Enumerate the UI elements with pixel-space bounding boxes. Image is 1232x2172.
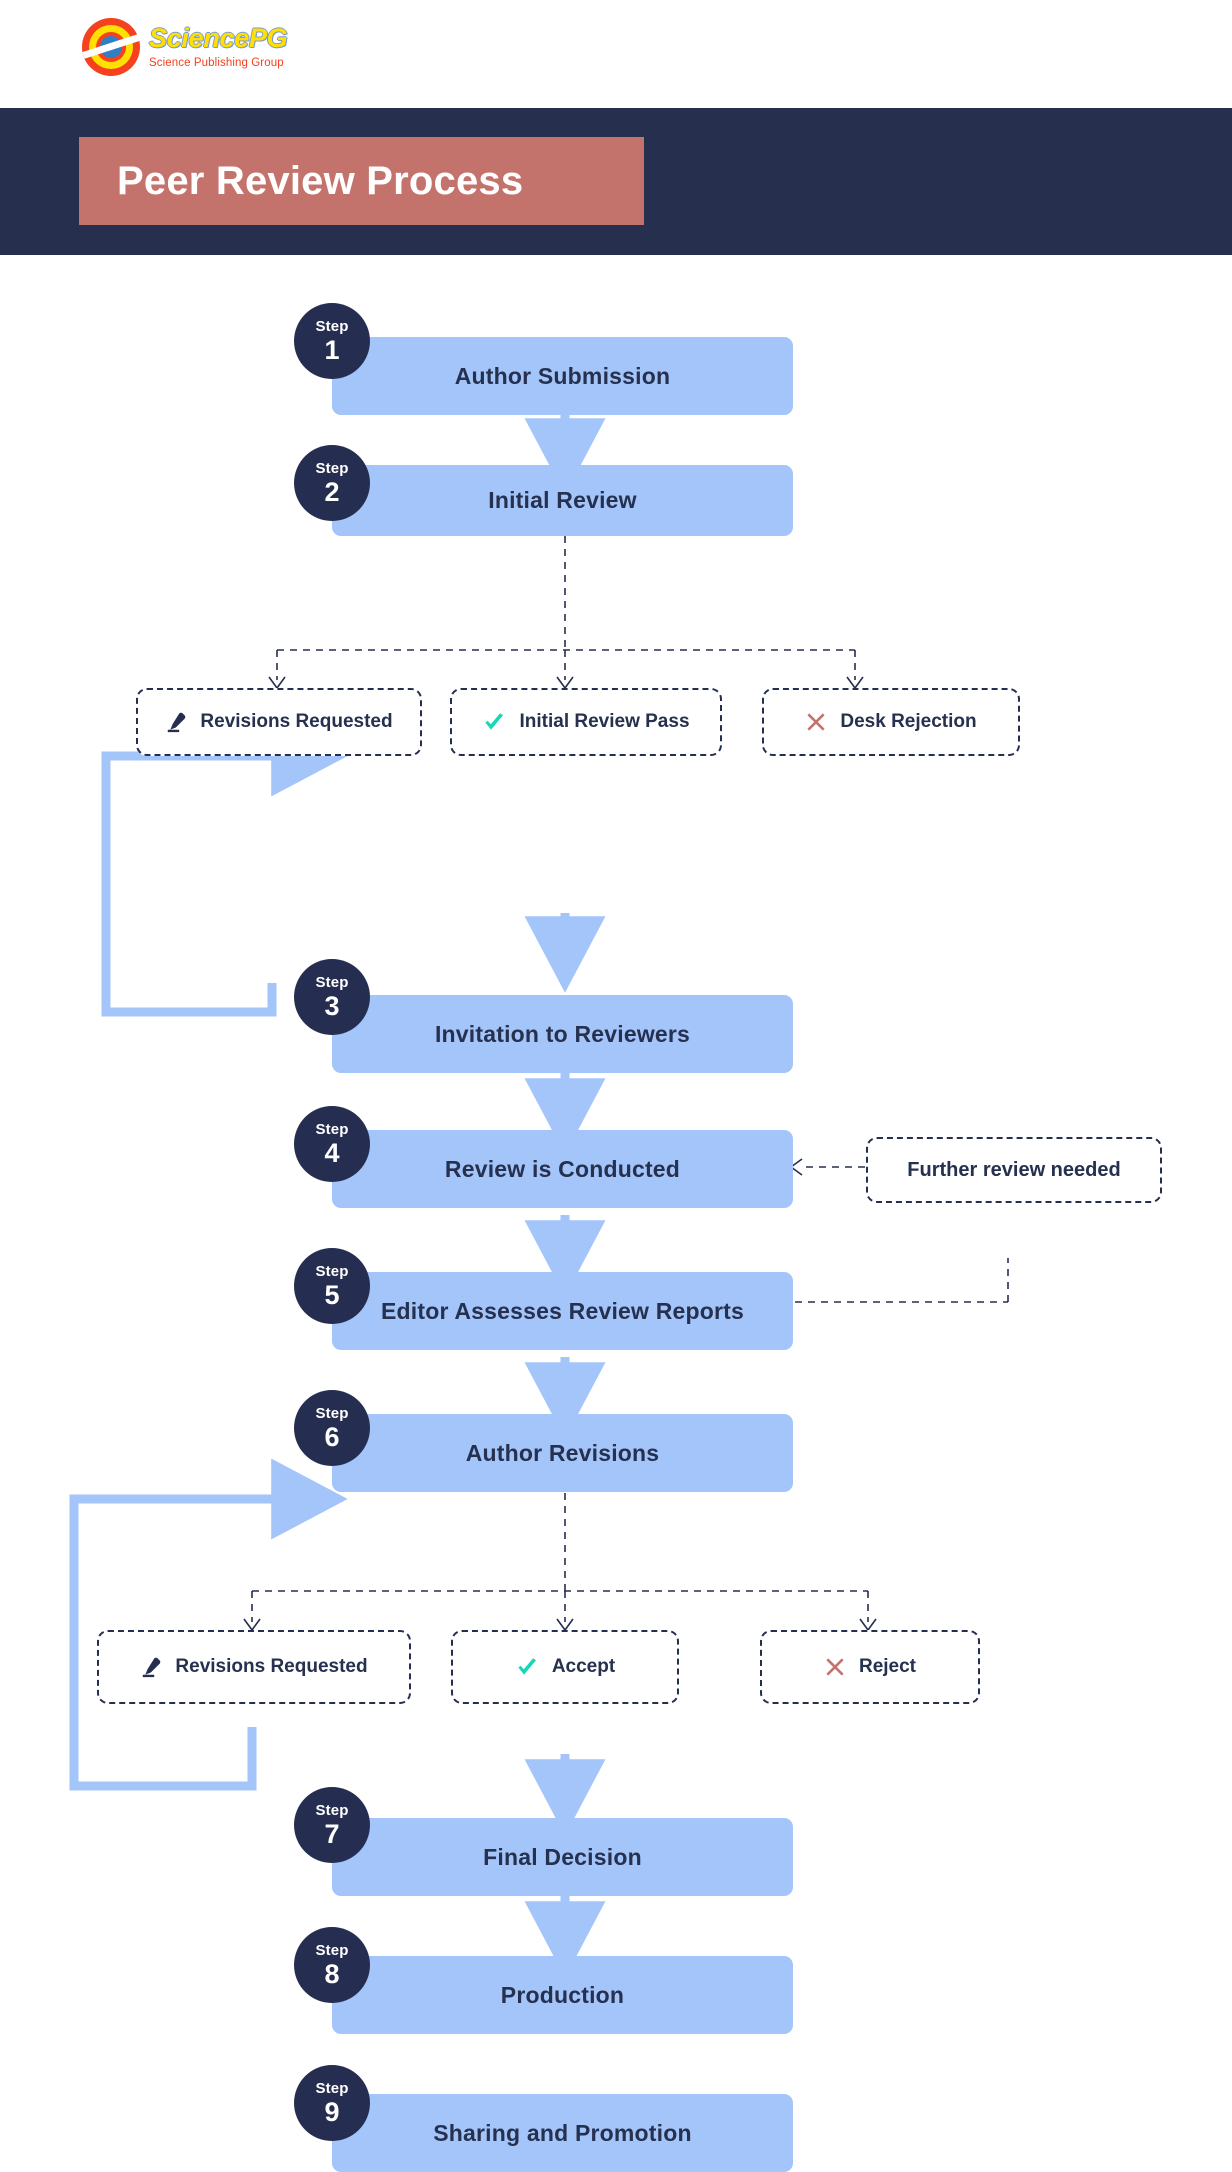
step-box-author-submission[interactable]: Author Submission bbox=[332, 337, 793, 415]
step-box-author-revisions[interactable]: Author Revisions bbox=[332, 1414, 793, 1492]
title-band: Peer Review Process bbox=[0, 108, 1232, 255]
chip-label: Revisions Requested bbox=[200, 711, 393, 732]
step-label: Editor Assesses Review Reports bbox=[380, 1297, 745, 1324]
chip-reject[interactable]: Reject bbox=[760, 1630, 980, 1704]
chip-label: Accept bbox=[551, 1656, 616, 1677]
chip-label: Revisions Requested bbox=[175, 1656, 368, 1677]
step-box-editor-assesses-review-reports[interactable]: Editor Assesses Review Reports bbox=[332, 1272, 793, 1350]
chip-label: Initial Review Pass bbox=[519, 711, 690, 732]
chip-desk-rejection[interactable]: Desk Rejection bbox=[762, 688, 1020, 756]
brand-logo[interactable]: SciencePG Science Publishing Group bbox=[82, 18, 288, 76]
step-badge-9: Step 9 bbox=[294, 2065, 370, 2141]
step-badge-7: Step 7 bbox=[294, 1787, 370, 1863]
chip-label: Reject bbox=[858, 1656, 917, 1677]
cross-icon bbox=[805, 711, 827, 733]
step-label: Initial Review bbox=[488, 487, 637, 513]
chip-revisions-requested-1[interactable]: Revisions Requested bbox=[136, 688, 422, 756]
logo-bar: SciencePG Science Publishing Group bbox=[0, 0, 1232, 108]
step-badge-6: Step 6 bbox=[294, 1390, 370, 1466]
step-label: Invitation to Reviewers bbox=[434, 1020, 691, 1047]
step-label: Author Revisions bbox=[465, 1439, 660, 1466]
chip-initial-review-pass[interactable]: Initial Review Pass bbox=[450, 688, 722, 756]
step-box-review-is-conducted[interactable]: Review is Conducted bbox=[332, 1130, 793, 1208]
pen-icon bbox=[165, 711, 187, 733]
step-badge-8: Step 8 bbox=[294, 1927, 370, 2003]
check-icon bbox=[515, 1655, 539, 1679]
page-title: Peer Review Process bbox=[117, 158, 524, 203]
step-badge-2: Step 2 bbox=[294, 445, 370, 521]
check-icon bbox=[482, 710, 506, 734]
sciencepg-target-logo-icon bbox=[82, 18, 140, 76]
chip-label: Desk Rejection bbox=[840, 711, 977, 732]
page-title-box: Peer Review Process bbox=[79, 137, 644, 225]
step-box-production[interactable]: Production bbox=[332, 1956, 793, 2034]
step-label: Review is Conducted bbox=[444, 1155, 681, 1182]
chip-accept[interactable]: Accept bbox=[451, 1630, 679, 1704]
pen-icon bbox=[140, 1656, 162, 1678]
step-badge-4: Step 4 bbox=[294, 1106, 370, 1182]
step-label: Author Submission bbox=[454, 362, 671, 389]
cross-icon bbox=[824, 1656, 846, 1678]
brand-name: SciencePG bbox=[149, 22, 288, 53]
step-box-invitation-to-reviewers[interactable]: Invitation to Reviewers bbox=[332, 995, 793, 1073]
step-badge-3: Step 3 bbox=[294, 959, 370, 1035]
brand-tagline: Science Publishing Group bbox=[149, 56, 284, 69]
flowchart-canvas: Step 1 Author Submission Step 2 Initial … bbox=[0, 255, 1232, 2172]
step-label: Final Decision bbox=[483, 1843, 642, 1870]
step-badge-5: Step 5 bbox=[294, 1248, 370, 1324]
step-label: Sharing and Promotion bbox=[433, 2119, 692, 2146]
step-box-final-decision[interactable]: Final Decision bbox=[332, 1818, 793, 1896]
chip-revisions-requested-2[interactable]: Revisions Requested bbox=[97, 1630, 411, 1704]
step-box-initial-review[interactable]: Initial Review bbox=[332, 465, 793, 536]
step-box-sharing-and-promotion[interactable]: Sharing and Promotion bbox=[332, 2094, 793, 2172]
note-further-review-needed[interactable]: Further review needed bbox=[866, 1137, 1162, 1203]
step-badge-1: Step 1 bbox=[294, 303, 370, 379]
note-label: Further review needed bbox=[907, 1158, 1121, 1181]
